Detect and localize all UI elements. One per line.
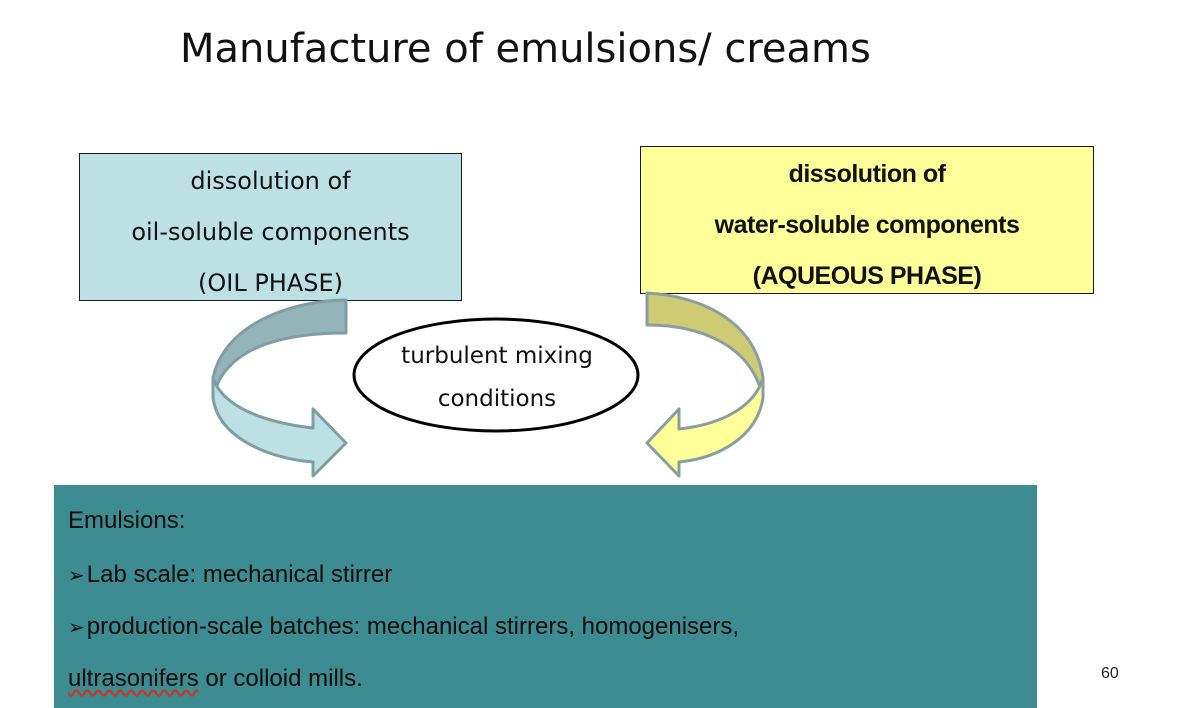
- left-curved-arrow-icon: [211, 298, 348, 478]
- bullet-lab-scale-text: Lab scale: mechanical stirrer: [86, 561, 393, 588]
- aqueous-phase-line-1: dissolution of: [788, 160, 946, 188]
- left-arrow-back-band: [211, 298, 348, 400]
- aqueous-phase-line-3: (AQUEOUS PHASE): [752, 262, 982, 290]
- oil-phase-line-2: oil-soluble components: [131, 218, 410, 246]
- aqueous-phase-line-2: water-soluble components: [714, 211, 1020, 239]
- mixing-line-1: turbulent mixing: [401, 343, 593, 369]
- bullet-arrow-icon: ➢: [68, 617, 85, 639]
- bullet-continuation: ultrasonifers or colloid mills.: [68, 665, 363, 693]
- bullet-lab-scale: ➢Lab scale: mechanical stirrer: [68, 561, 392, 589]
- right-arrow-back-band: [645, 291, 765, 400]
- page-number: 60: [1101, 665, 1119, 682]
- emulsions-heading: Emulsions:: [68, 507, 186, 534]
- page-title: Manufacture of emulsions/ creams: [180, 26, 871, 72]
- bullet-arrow-icon: ➢: [68, 565, 85, 587]
- left-arrow-front-body: [211, 376, 348, 478]
- emulsions-panel: Emulsions: ➢Lab scale: mechanical stirre…: [54, 485, 1037, 708]
- mixing-label: turbulent mixing conditions: [355, 333, 639, 433]
- bullet-production-scale: ➢production-scale batches: mechanical st…: [68, 613, 739, 641]
- oil-phase-line-3: (OIL PHASE): [197, 269, 344, 297]
- bullet-production-scale-text: production-scale batches: mechanical sti…: [86, 613, 740, 640]
- misspelled-word: ultrasonifers: [68, 665, 199, 692]
- mixing-line-2: conditions: [437, 386, 557, 412]
- right-arrow-front-body: [645, 376, 765, 478]
- aqueous-phase-box: dissolution of water-soluble components …: [640, 146, 1094, 294]
- mixing-ellipse: [352, 317, 640, 433]
- oil-phase-box: dissolution of oil-soluble components (O…: [79, 153, 462, 301]
- right-curved-arrow-icon: [645, 291, 765, 478]
- oil-phase-line-1: dissolution of: [190, 167, 351, 195]
- continuation-text: or colloid mills.: [198, 665, 363, 692]
